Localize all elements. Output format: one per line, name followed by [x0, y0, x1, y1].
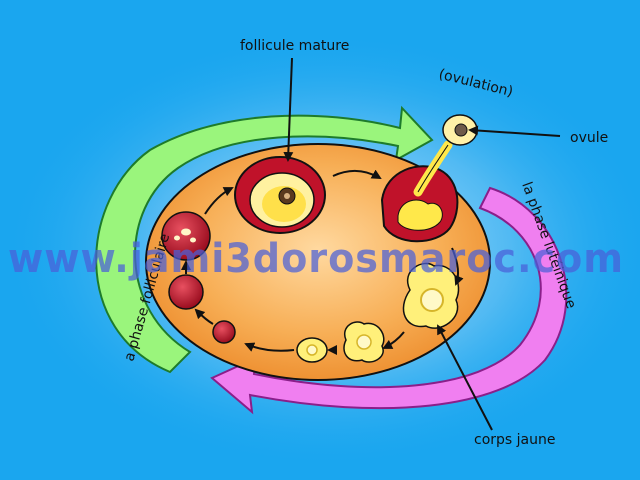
label-pointers: [283, 57, 561, 431]
corpus-luteum-large: [402, 262, 460, 329]
corpus-luteum-small: [296, 337, 328, 363]
follicular-phase-arrow: [95, 105, 434, 374]
luteal-phase-arrow: [210, 186, 568, 415]
corps-jaune-label: corps jaune: [474, 432, 555, 448]
watermark-text: www.jami3dorosmaroc.com: [8, 236, 624, 282]
ovule-label: ovule: [570, 130, 608, 146]
ovule-pointer: [468, 125, 561, 137]
follicule-mature-pointer: [283, 57, 294, 162]
primary-follicle: [168, 274, 204, 310]
cycle-arrows: [181, 169, 464, 355]
ovule-cell: [442, 114, 478, 146]
ruptured-follicle: [380, 140, 459, 243]
corpus-luteum-medium: [343, 321, 385, 363]
mature-follicle: [234, 156, 326, 234]
secondary-follicle: [161, 211, 211, 261]
follicule-mature-label: follicule mature: [240, 38, 349, 54]
corps-jaune-pointer: [437, 324, 493, 431]
primordial-follicle: [212, 320, 236, 344]
